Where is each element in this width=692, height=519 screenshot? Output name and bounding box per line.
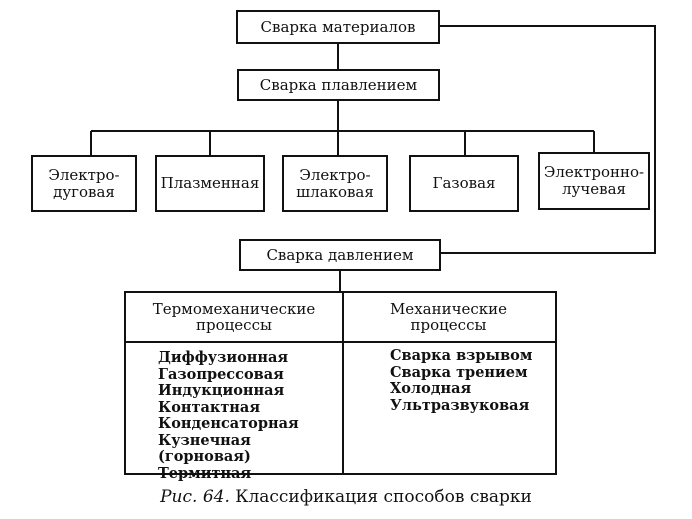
pressure-label: Сварка давлением [266, 245, 414, 264]
fusion-type-label: Электро- дуговая [48, 165, 120, 201]
thermo-list: Диффузионная Газопрессовая Индукционная … [126, 343, 342, 482]
fusion-label: Сварка плавлением [259, 75, 418, 94]
figure-caption: Рис. 64. Классификация способов сварки [0, 487, 692, 507]
fusion-type-label: Плазменная [160, 174, 260, 192]
list-item: Термитная [158, 464, 252, 482]
list-item: Ультразвуковая [390, 396, 530, 414]
fusion-type-label: Электронно- лучевая [543, 163, 645, 198]
fusion-box: Сварка плавлением [237, 69, 440, 101]
list-item: Кузнечная (горновая) [158, 431, 251, 465]
list-item: Конденсаторная [158, 415, 299, 432]
mechanical-header: Механические процессы [342, 293, 555, 343]
root-label: Сварка материалов [260, 17, 416, 36]
figure-number: Рис. 64. [160, 487, 230, 507]
list-item: Газопрессовая [158, 365, 284, 383]
fusion-type-box: Плазменная [155, 155, 265, 212]
list-item: Сварка взрывом [390, 347, 533, 364]
fusion-type-box: Газовая [409, 155, 519, 212]
fusion-type-box: Электронно- лучевая [538, 152, 650, 210]
list-item: Контактная [158, 398, 261, 416]
fusion-type-label: Газовая [432, 174, 496, 192]
list-item: Сварка трением [390, 363, 528, 381]
figure-title: Классификация способов сварки [235, 487, 532, 507]
mechanical-list: Сварка взрывом Сварка трением Холодная У… [342, 343, 555, 414]
root-box: Сварка материалов [236, 10, 440, 44]
fusion-type-box: Электро- шлаковая [282, 155, 388, 212]
list-item: Индукционная [158, 382, 285, 399]
fusion-type-box: Электро- дуговая [31, 155, 137, 212]
thermo-column: Термомеханические процессы Диффузионная … [126, 293, 344, 481]
thermo-header: Термомеханические процессы [126, 293, 342, 343]
root-to-pressure-line [440, 25, 656, 254]
list-item: Холодная [390, 380, 472, 397]
mechanical-column: Механические процессы Сварка взрывом Сва… [342, 293, 555, 473]
pressure-box: Сварка давлением [239, 239, 441, 271]
list-item: Диффузионная [158, 349, 289, 366]
fusion-type-label: Электро- шлаковая [296, 165, 374, 201]
pressure-processes-table: Термомеханические процессы Диффузионная … [124, 291, 557, 481]
